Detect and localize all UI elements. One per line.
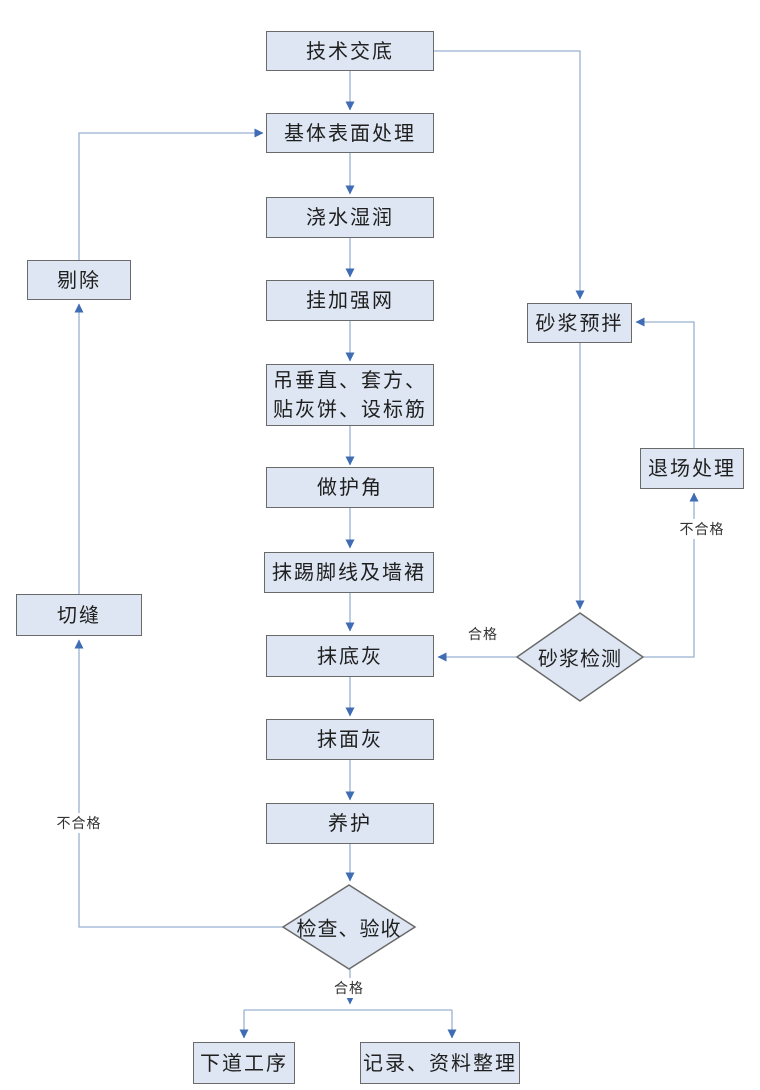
node-label: 剔除 <box>57 267 101 292</box>
node-label: 记录、资料整理 <box>363 1050 517 1075</box>
edge-tech-to-premix <box>434 50 585 300</box>
node-remove: 剔除 <box>27 260 131 300</box>
node-finish-plaster: 抹面灰 <box>266 719 434 760</box>
node-label: 抹踢脚线及墙裙 <box>272 560 426 584</box>
edge-label-mortar-pass: 合格 <box>466 624 500 644</box>
edge-label-mortar-fail: 不合格 <box>677 519 727 539</box>
node-surface-treatment: 基体表面处理 <box>266 113 434 153</box>
node-plumb-square: 吊垂直、套方、 贴灰饼、设标筋 <box>266 364 434 426</box>
edge-exit-to-premix <box>635 317 695 448</box>
edge-inspection-fail-to-cut-seam <box>74 639 283 928</box>
edge-label-inspection-pass: 合格 <box>332 978 366 998</box>
diamond-mortar-test <box>515 612 645 702</box>
node-tech-disclosure: 技术交底 <box>266 31 434 71</box>
node-label: 砂浆预拌 <box>535 310 624 335</box>
node-label: 养护 <box>328 811 372 835</box>
node-exit-handling: 退场处理 <box>640 448 744 489</box>
edge-label-inspection-fail: 不合格 <box>54 813 104 833</box>
node-label: 切缝 <box>57 602 101 627</box>
node-base-plaster: 抹底灰 <box>266 635 434 677</box>
node-skirting: 抹踢脚线及墙裙 <box>264 552 434 593</box>
node-corner-guard: 做护角 <box>266 467 434 508</box>
node-label: 技术交底 <box>306 38 394 63</box>
edge-test-fail-to-exit <box>643 492 699 658</box>
diamond-label-mortar-test: 砂浆检测 <box>538 646 622 671</box>
node-records: 记录、资料整理 <box>360 1042 520 1084</box>
node-curing: 养护 <box>266 803 434 844</box>
node-watering: 浇水湿润 <box>266 197 434 238</box>
node-label: 抹底灰 <box>317 643 383 668</box>
node-hang-mesh: 挂加强网 <box>266 280 434 321</box>
node-label-line2: 贴灰饼、设标筋 <box>273 397 427 421</box>
node-label-line1: 吊垂直、套方、 <box>273 368 427 392</box>
node-cut-seam: 切缝 <box>16 594 142 636</box>
node-label: 下道工序 <box>200 1050 288 1075</box>
node-label: 挂加强网 <box>306 288 394 312</box>
node-next-process: 下道工序 <box>193 1042 295 1084</box>
edge-remove-to-surface <box>78 128 264 260</box>
diamond-label-inspection: 检查、验收 <box>296 916 402 941</box>
node-label: 浇水湿润 <box>306 205 394 229</box>
node-mortar-premix: 砂浆预拌 <box>527 303 632 343</box>
node-label: 抹面灰 <box>317 727 383 751</box>
node-label: 基体表面处理 <box>284 120 416 145</box>
node-label: 做护角 <box>317 475 383 499</box>
node-label: 退场处理 <box>648 456 736 480</box>
diamond-inspection <box>281 884 417 970</box>
